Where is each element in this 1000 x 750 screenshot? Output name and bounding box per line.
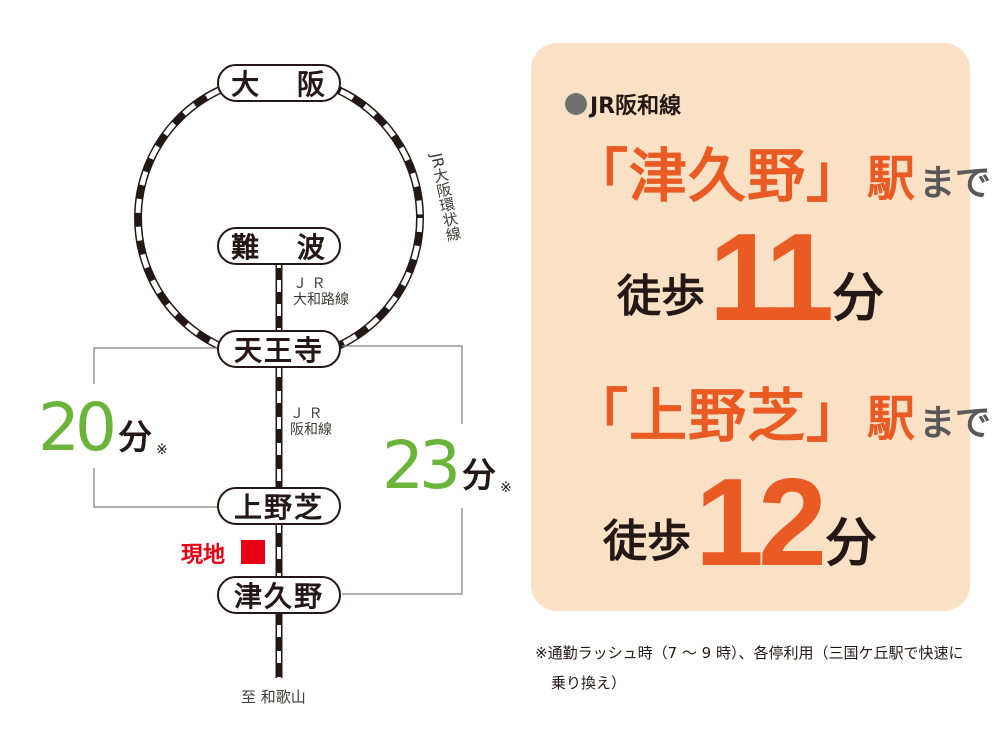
tsukuno-heading: 「津久野」 駅 まで bbox=[570, 145, 991, 207]
walk-unit: 分 bbox=[832, 269, 885, 329]
time-note-mark: ※ bbox=[155, 442, 168, 458]
hanwa-line-label-name: 阪和線 bbox=[290, 422, 332, 438]
uenoshiba-heading: 「上野芝」 駅 まで bbox=[570, 385, 991, 447]
current-location-marker-icon bbox=[241, 540, 265, 564]
station-tsukuno: 津久野 bbox=[217, 576, 341, 614]
walk-minutes: 12 bbox=[695, 454, 827, 592]
walk-minutes: 11 bbox=[709, 209, 834, 347]
yamatoji-line-label-jr: Ｊ Ｒ bbox=[293, 276, 326, 292]
station-tennoji: 天王寺 bbox=[217, 330, 341, 368]
yamatoji-line-label-name: 大和路線 bbox=[293, 292, 349, 308]
time-note-mark: ※ bbox=[499, 480, 512, 496]
walk-unit: 分 bbox=[824, 514, 877, 574]
time-tennoji-tsukuno: 23 分 ※ bbox=[382, 427, 512, 504]
station-osaka: 大 阪 bbox=[217, 64, 341, 102]
uenoshiba-walk-time: 徒歩 12 分 bbox=[603, 454, 877, 592]
access-info-card bbox=[531, 43, 970, 611]
walk-word: 徒歩 bbox=[617, 271, 705, 322]
station-namba: 難 波 bbox=[217, 227, 341, 265]
yamatoji-line-label: Ｊ Ｒ 大和路線 bbox=[293, 276, 349, 308]
time-unit: 分 bbox=[117, 418, 152, 458]
made-text: まで bbox=[919, 163, 992, 204]
footnote: ※通勤ラッシュ時（7 ～ 9 時）、各停利用（三国ケ丘駅で快速に乗り換え） bbox=[535, 644, 964, 692]
tsukuno-walk-time: 徒歩 11 分 bbox=[617, 209, 885, 347]
walk-word: 徒歩 bbox=[603, 516, 691, 567]
station-suffix: 駅 bbox=[867, 151, 916, 207]
station-name: 「津久野」 bbox=[570, 142, 866, 210]
bullet-dot-icon bbox=[565, 93, 587, 115]
hanwa-line-label: Ｊ Ｒ 阪和線 bbox=[290, 406, 332, 438]
time-unit: 分 bbox=[461, 456, 496, 496]
time-bracket-right bbox=[342, 345, 463, 595]
made-text: まで bbox=[919, 403, 992, 444]
station-uenoshiba: 上野芝 bbox=[217, 487, 341, 525]
destination-label: 至 和歌山 bbox=[241, 688, 306, 706]
current-location-label: 現地 bbox=[181, 543, 226, 568]
station-suffix: 駅 bbox=[867, 391, 916, 447]
line-name-text: JR阪和線 bbox=[590, 94, 682, 119]
time-value: 20 bbox=[38, 389, 117, 466]
card-line-name: JR阪和線 bbox=[565, 88, 681, 120]
time-bracket-left bbox=[93, 347, 218, 508]
hanwa-line-label-jr: Ｊ Ｒ bbox=[290, 406, 323, 422]
station-name: 「上野芝」 bbox=[570, 382, 866, 450]
time-tennoji-uenoshiba: 20 分 ※ bbox=[38, 389, 168, 466]
time-value: 23 bbox=[382, 427, 461, 504]
